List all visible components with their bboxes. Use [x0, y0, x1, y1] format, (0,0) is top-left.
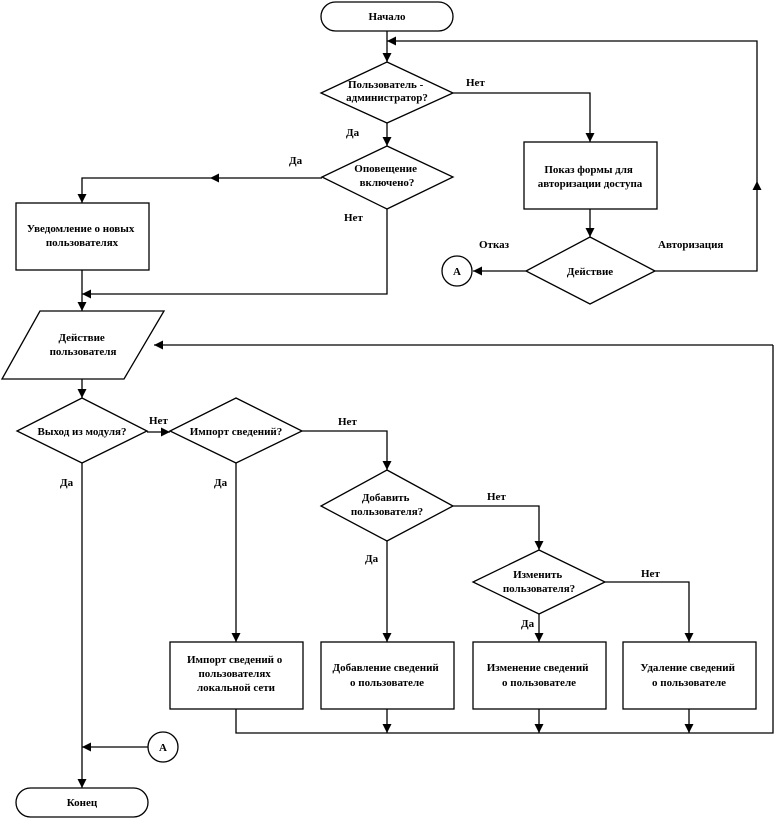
label-notif-yes: Да	[289, 155, 303, 167]
flow-action-authorization-back	[387, 36, 758, 181]
process-delete-info-text: Удаление сведений о пользователе	[640, 662, 737, 689]
process-new-users-text: Уведомление о новых пользователях	[27, 223, 137, 249]
label-change-yes: Да	[521, 618, 535, 630]
label-add-yes: Да	[365, 553, 379, 565]
flow-bottom-bus	[235, 345, 774, 734]
decision-change: Изменить пользователя?	[471, 549, 607, 615]
decision-exit: Выход из модуля?	[15, 397, 149, 464]
flow-add-no	[453, 505, 544, 550]
start-label: Начало	[368, 11, 406, 23]
process-new-users: Уведомление о новых пользователях	[15, 202, 150, 271]
decision-is-admin: Пользователь - администратор?	[319, 61, 455, 124]
label-refusal: Отказ	[479, 239, 510, 251]
decision-add-text: Добавить пользователя?	[351, 492, 423, 518]
decision-import: Импорт сведений?	[168, 397, 304, 464]
flow-connectors	[77, 31, 774, 788]
label-import-yes: Да	[214, 477, 228, 489]
decision-is-admin-text: Пользователь - администратор?	[346, 79, 428, 104]
decision-change-text: Изменить пользователя?	[503, 569, 575, 595]
decision-add: Добавить пользователя?	[319, 469, 455, 542]
io-user-action: Действие пользователя	[0, 310, 166, 380]
connector-a-out-label: А	[453, 266, 461, 278]
flow-change-no	[605, 581, 694, 642]
label-exit-yes: Да	[60, 477, 74, 489]
decision-import-text: Импорт сведений?	[190, 426, 283, 438]
decision-notification-text: Оповещение включено?	[354, 163, 419, 189]
io-user-action-text: Действие пользователя	[50, 332, 117, 358]
process-add-info-text: Добавление сведений о пользователе	[333, 662, 442, 689]
label-import-no: Нет	[338, 416, 357, 428]
process-change-info: Изменение сведений о пользователе	[472, 641, 607, 710]
flow-notif-no	[82, 209, 388, 299]
decision-notification: Оповещение включено?	[320, 145, 455, 210]
label-notif-no: Нет	[344, 212, 363, 224]
process-auth-form: Показ формы для авторизации доступа	[523, 141, 658, 210]
label-authorization: Авторизация	[658, 239, 723, 251]
connector-a-in-label: А	[159, 742, 167, 754]
end-terminal: Конец	[15, 787, 149, 818]
process-import-info: Импорт сведений о пользователях локально…	[169, 641, 304, 710]
start-terminal: Начало	[320, 1, 454, 32]
connector-a-in: А	[147, 731, 179, 763]
process-import-info-text: Импорт сведений о пользователях локально…	[187, 654, 285, 694]
label-change-no: Нет	[641, 568, 660, 580]
process-change-info-text: Изменение сведений о пользователе	[487, 662, 592, 689]
flow-import-no	[302, 430, 392, 470]
flow-notif-yes-b	[77, 177, 210, 203]
flow-admin-no	[453, 92, 595, 142]
label-admin-yes: Да	[346, 127, 360, 139]
end-label: Конец	[67, 797, 98, 809]
label-exit-no: Нет	[149, 415, 168, 427]
decision-action-text: Действие	[567, 266, 613, 278]
process-delete-info: Удаление сведений о пользователе	[622, 641, 757, 710]
process-add-info: Добавление сведений о пользователе	[320, 641, 455, 710]
branch-labels: Нет Да Да Нет Отказ Авторизация Нет Да Н…	[60, 77, 723, 630]
decision-action: Действие	[524, 236, 657, 305]
connector-a-out: А	[441, 255, 473, 287]
label-admin-no: Нет	[466, 77, 485, 89]
process-auth-form-text: Показ формы для авторизации доступа	[538, 164, 643, 190]
flow-action-authorization-up	[655, 181, 762, 272]
label-add-no: Нет	[487, 491, 506, 503]
decision-exit-text: Выход из модуля?	[38, 426, 127, 438]
